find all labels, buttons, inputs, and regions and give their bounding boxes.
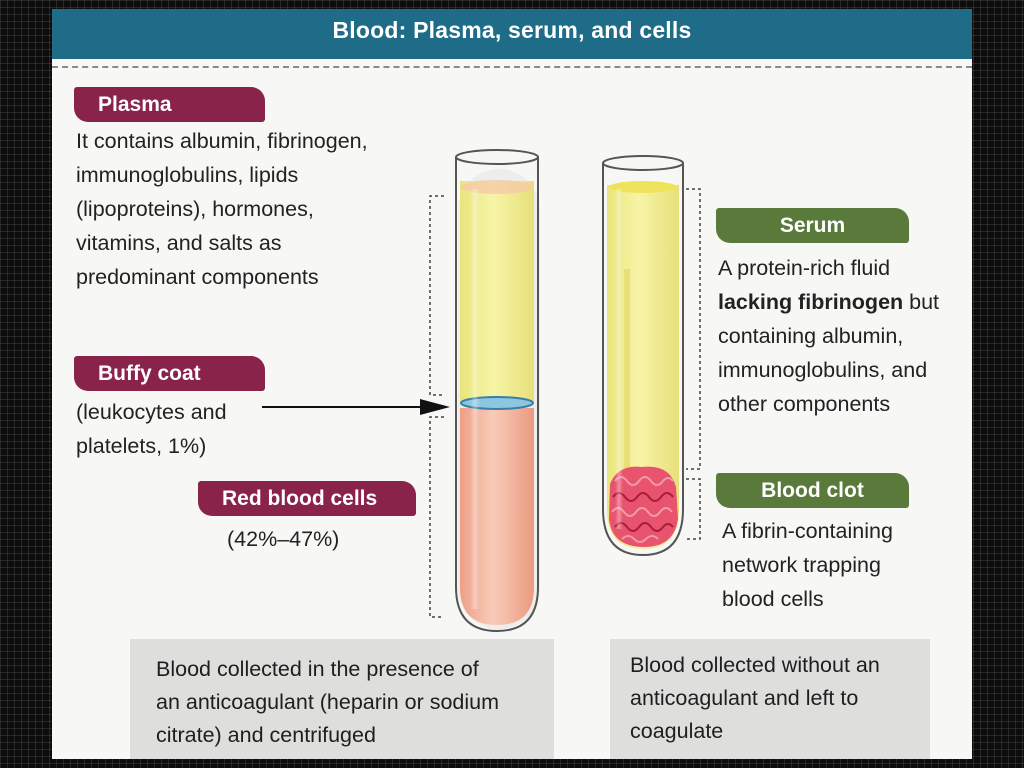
serum-line-rest: but [903,290,940,314]
tube-illustration [262,149,701,633]
blood-clot-line: A fibrin-containing [722,519,893,543]
plasma-description: It contains albumin, fibrinogen, immunog… [76,124,436,294]
coagulated-tube [602,155,684,557]
plasma-label: Plasma [74,87,265,122]
caption-line: anticoagulant and left to [630,686,859,710]
caption-line: an anticoagulant (heparin or sodium [156,690,500,714]
centrifuged-tube [455,149,540,633]
caption-coagulated: Blood collected without an anticoagulant… [610,639,930,759]
buffy-coat-description: (leukocytes and platelets, 1%) [76,395,276,463]
clot-bracket [686,478,701,540]
blood-clot-label: Blood clot [716,473,909,508]
blood-clot-line: blood cells [722,587,824,611]
caption-line: Blood collected without an [630,653,880,677]
plasma-line: It contains albumin, fibrinogen, [76,129,368,153]
serum-line: A protein-rich fluid [718,256,891,280]
serum-line: immunoglobulins, and [718,358,928,382]
plasma-line: vitamins, and salts as [76,231,282,255]
blood-clot-description: A fibrin-containing network trapping blo… [722,514,962,616]
serum-bracket [686,188,701,470]
red-blood-cells-percent: (42%–47%) [227,527,340,551]
slide: Blood: Plasma, serum, and cells [52,9,972,759]
serum-emphasis: lacking fibrinogen [718,290,904,314]
serum-label: Serum [716,208,909,243]
plasma-line: predominant components [76,265,319,289]
buffy-coat-label: Buffy coat [74,356,265,391]
buffy-coat-line: (leukocytes and [76,400,227,424]
caption-line: citrate) and centrifuged [156,723,376,747]
caption-anticoagulant: Blood collected in the presence of an an… [130,639,554,759]
serum-line: containing albumin, [718,324,904,348]
plasma-line: (lipoproteins), hormones, [76,197,314,221]
caption-line: Blood collected in the presence of [156,657,479,681]
caption-line: coagulate [630,719,724,743]
header-bar: Blood: Plasma, serum, and cells [52,9,972,59]
red-blood-cells-label: Red blood cells [198,481,416,516]
serum-line: other components [718,392,891,416]
serum-line: lacking fibrinogen but [718,285,968,319]
serum-description: A protein-rich fluid lacking fibrinogen … [718,251,968,421]
page-title: Blood: Plasma, serum, and cells [332,17,692,43]
buffy-coat-arrow [262,399,450,415]
plasma-line: immunoglobulins, lipids [76,163,299,187]
header-divider [52,66,972,68]
red-cell-bracket [429,416,444,618]
blood-clot-line: network trapping [722,553,881,577]
plasma-bracket [429,195,444,396]
buffy-coat-line: platelets, 1%) [76,434,207,458]
